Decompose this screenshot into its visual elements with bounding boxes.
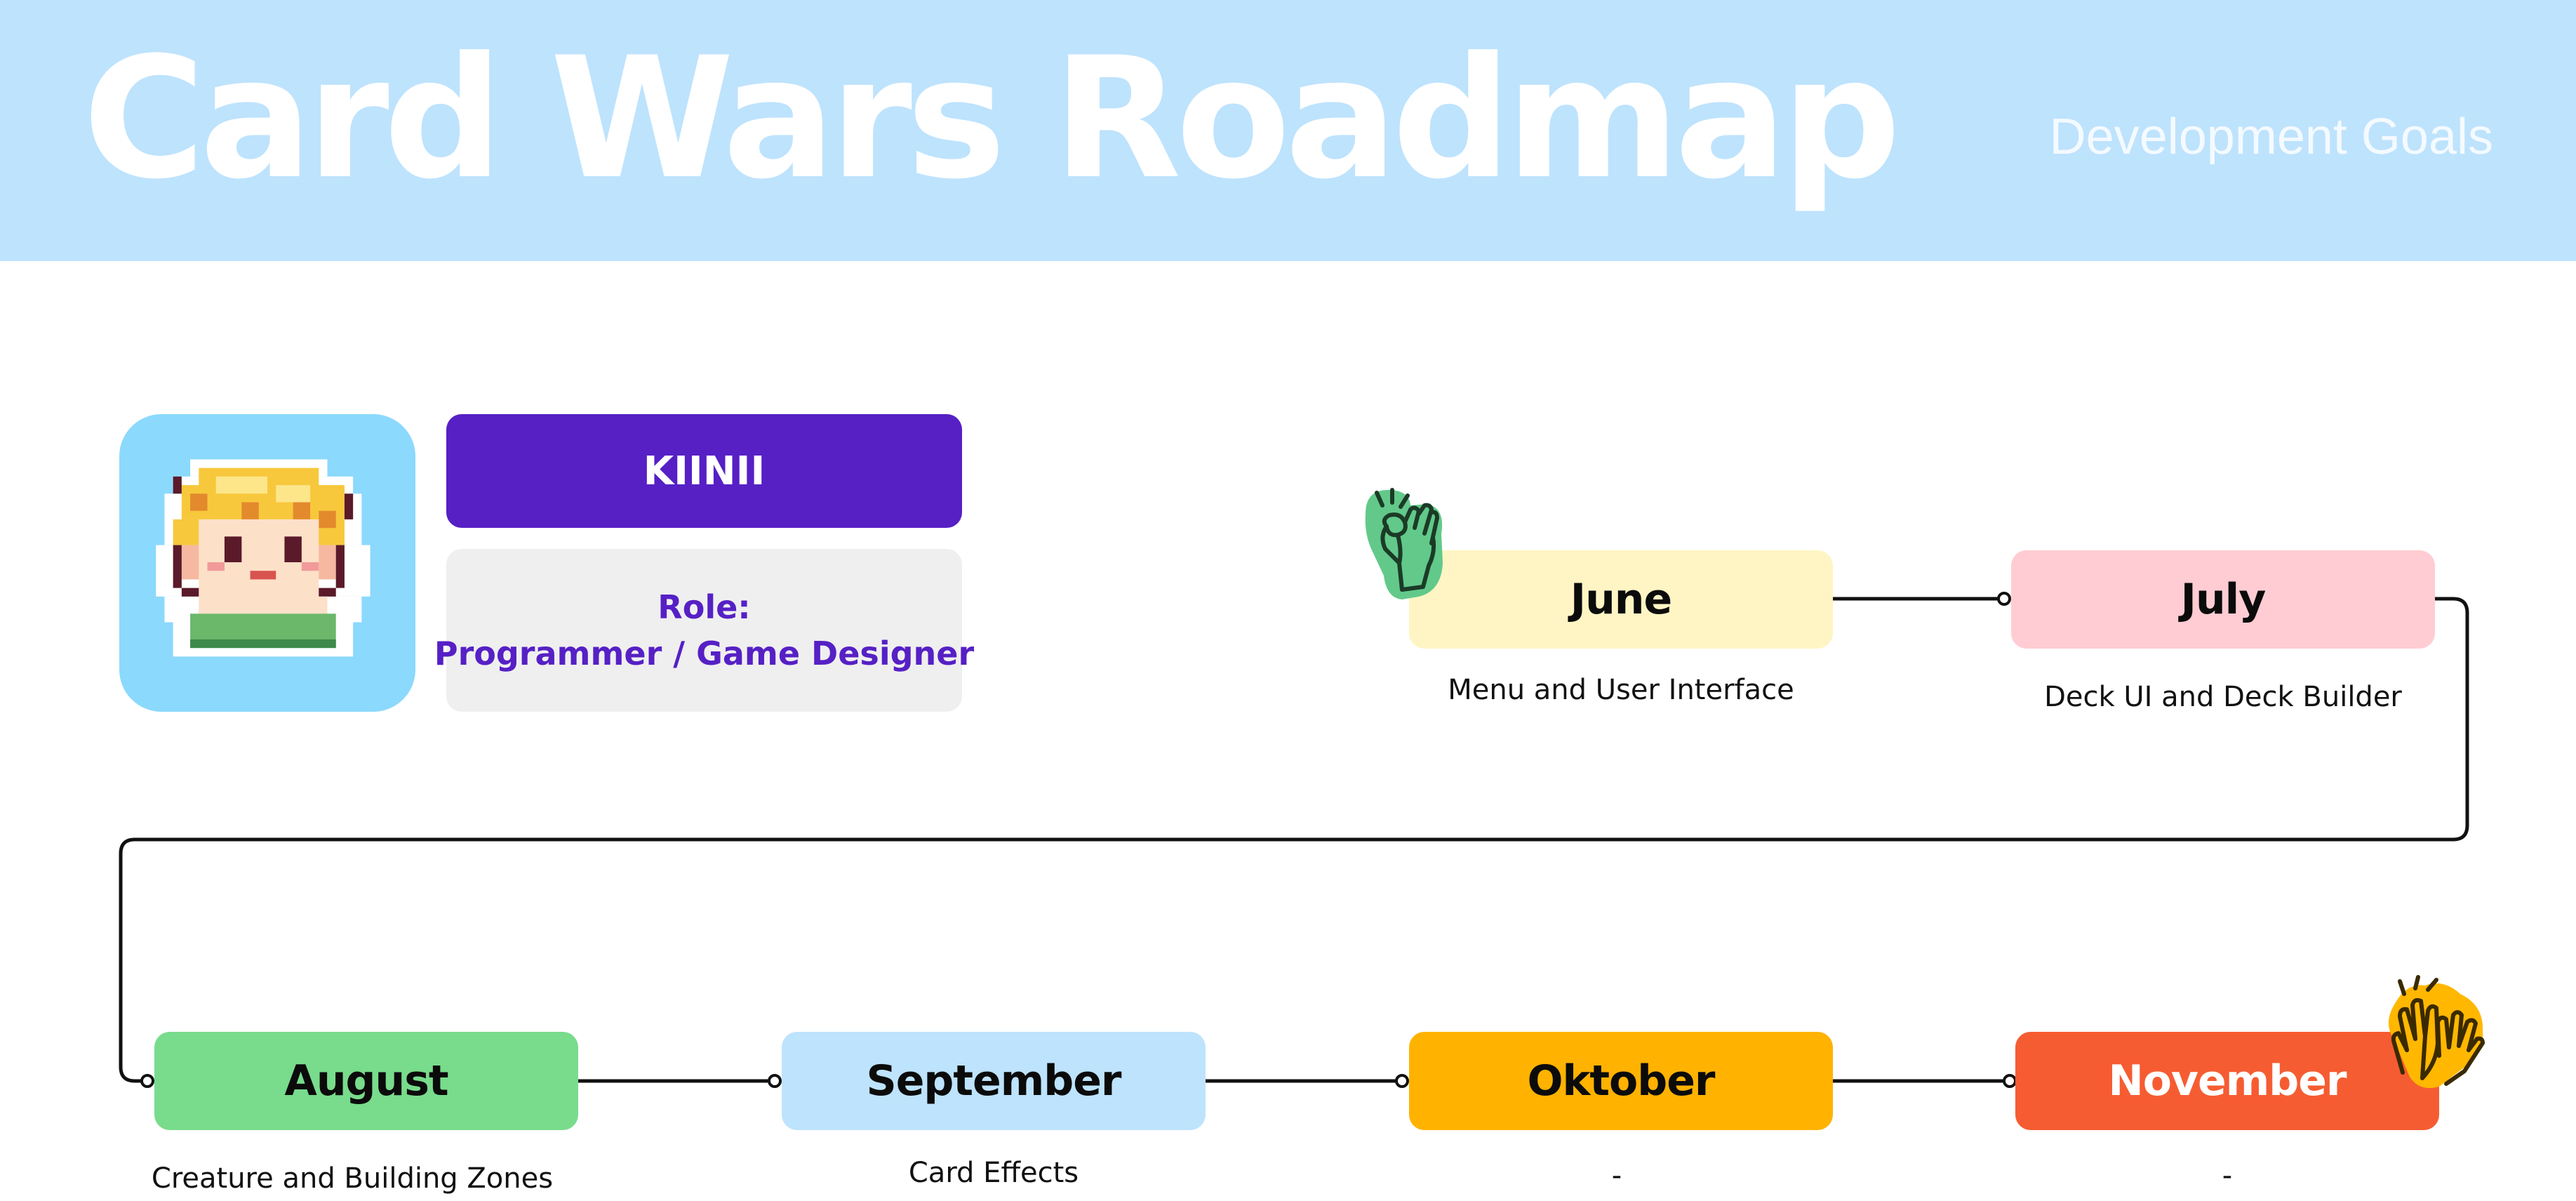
milestone-june: June [1409,550,1833,649]
milestone-november: November [2015,1032,2439,1130]
role-card: Role: Programmer / Game Designer [434,549,974,712]
pixel-character-icon [156,459,371,657]
milestone-september: September [782,1032,1206,1130]
role-label: Role: [658,588,751,626]
milestone-september-description: Card Effects [908,1157,1079,1189]
page-title: Card Wars Roadmap [83,22,1901,216]
header-banner: Card Wars Roadmap Development Goals [0,0,2576,261]
milestone-oktober: Oktober [1409,1032,1833,1130]
ok-hand-icon [1365,488,1443,599]
avatar [119,414,415,712]
milestone-july-description: Deck UI and Deck Builder [2044,681,2402,713]
milestone-august: August [154,1032,578,1130]
page-subtitle: Development Goals [2049,109,2493,165]
milestone-november-description: - [2222,1160,2233,1192]
role-value: Programmer / Game Designer [434,635,975,672]
milestone-oktober-description: - [1611,1160,1622,1192]
name-badge: KIINII [446,414,962,528]
high-five-icon [2388,975,2485,1089]
milestone-august-description: Creature and Building Zones [151,1162,554,1195]
milestone-june-description: Menu and User Interface [1448,674,1794,706]
milestone-july: July [2011,550,2435,649]
